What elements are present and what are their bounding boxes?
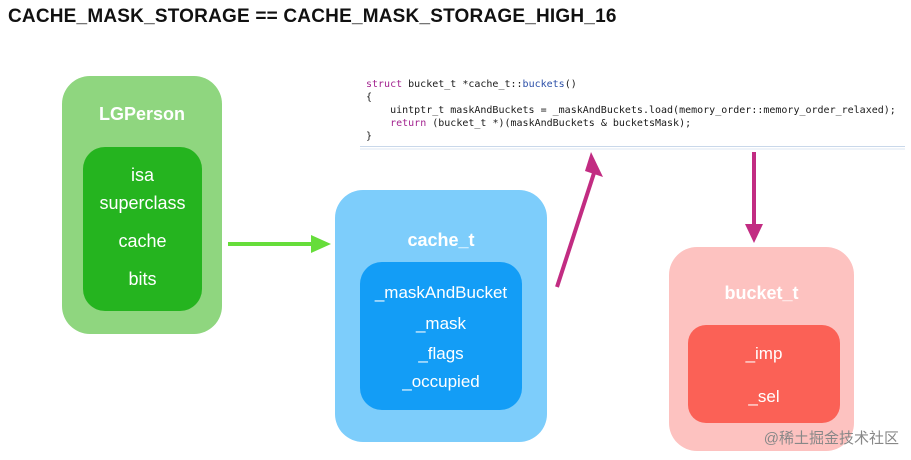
code-line4-text: (bucket_t *)(maskAndBuckets & bucketsMas… [426, 118, 692, 129]
code-line1-end: () [564, 79, 577, 90]
magenta-arrow-up-shaft [555, 169, 597, 288]
lgperson-box: LGPerson isa superclass cache bits [62, 76, 222, 334]
bucket-t-box: bucket_t _imp _sel [669, 247, 854, 451]
code-open-brace: { [366, 92, 373, 103]
cache-t-fields-box: _maskAndBucket _mask _flags _occupied [360, 262, 522, 410]
lgperson-field-bits: bits [128, 269, 157, 289]
code-line1-text: bucket_t *cache_t:: [402, 79, 523, 90]
cache-t-box: cache_t _maskAndBucket _mask _flags _occ… [335, 190, 547, 442]
magenta-arrow-up-head [585, 152, 603, 177]
cache-t-field-maskandbucket: _maskAndBucket [374, 283, 508, 302]
cache-t-field-flags: _flags [418, 344, 464, 363]
code-keyword-return: return [390, 118, 427, 129]
bucket-t-field-sel: _sel [748, 387, 780, 406]
lgperson-title: LGPerson [98, 104, 186, 124]
bucket-t-fields-box: _imp _sel [688, 325, 840, 423]
lgperson-fields-box: isa superclass cache bits [83, 147, 202, 311]
page-title: CACHE_MASK_STORAGE == CACHE_MASK_STORAGE… [8, 6, 617, 27]
watermark-text: @稀土掘金技术社区 [763, 430, 899, 447]
magenta-arrow-down-head [745, 224, 763, 243]
code-snippet: struct bucket_t *cache_t::buckets() { ui… [366, 78, 896, 143]
code-divider [360, 146, 905, 147]
cache-t-title: cache_t [407, 230, 475, 250]
lgperson-field-superclass: superclass [99, 193, 186, 213]
green-arrow-head [311, 235, 331, 253]
cache-t-field-occupied: _occupied [402, 372, 480, 391]
bucket-t-field-imp: _imp [745, 344, 783, 363]
bucket-t-title: bucket_t [724, 283, 799, 303]
lgperson-field-cache: cache [118, 231, 167, 251]
cache-t-field-mask: _mask [415, 314, 467, 333]
lgperson-field-isa: isa [130, 165, 154, 185]
code-keyword-struct: struct [366, 79, 403, 90]
code-divider-shadow [360, 148, 905, 150]
code-function-name: buckets [522, 79, 565, 90]
code-line3: uintptr_t maskAndBuckets = _maskAndBucke… [366, 105, 896, 116]
code-close-brace: } [366, 131, 373, 142]
